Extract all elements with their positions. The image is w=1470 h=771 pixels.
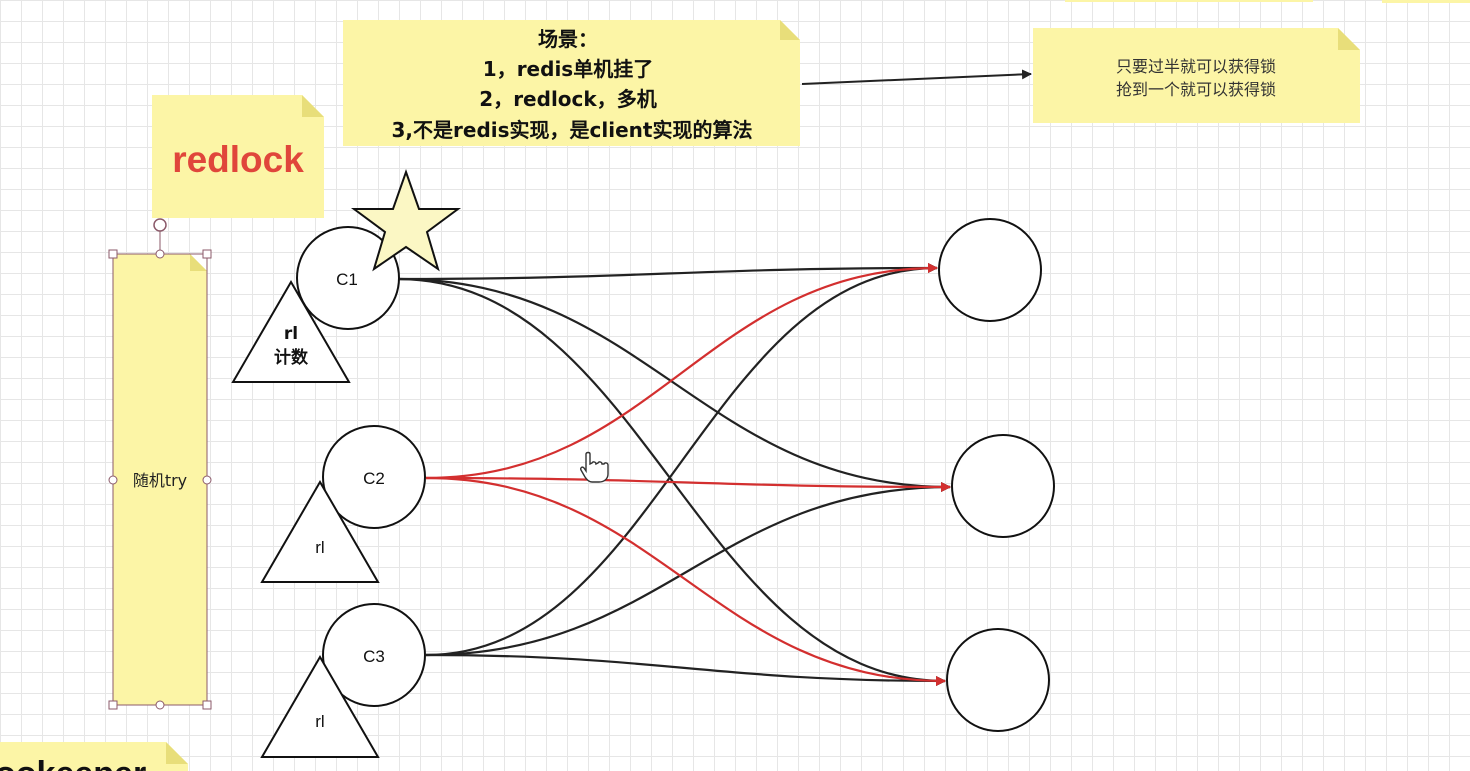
server-node-s1[interactable] [938,218,1042,322]
selection-handles[interactable] [108,218,212,710]
resize-handle-bottom-right[interactable] [202,700,212,710]
scenario-line-1: 场景： [538,27,598,51]
title-note[interactable]: redlock [152,95,324,218]
star-icon[interactable] [350,168,462,272]
majority-line-2: 抢到一个就可以获得锁 [1116,80,1276,99]
client-c2[interactable]: C2 rl [260,425,426,583]
client-c1[interactable]: C1 rl 计数 [231,168,462,383]
counter-triangle-c3[interactable] [260,655,380,758]
scenario-line-4: 3,不是redis实现，是client实现的算法 [392,118,753,142]
edge-c1-s1[interactable] [397,263,938,281]
edge-c1-s3[interactable] [397,277,946,686]
server-node-s3[interactable] [946,628,1050,732]
edge-c1-s2[interactable] [397,277,951,492]
title-note-text: redlock [172,139,304,180]
random-try-note[interactable]: 随机try [113,254,207,705]
scenario-note[interactable]: 场景： 1，redis单机挂了 2，redlock，多机 3,不是redis实现… [343,20,800,146]
resize-handle-top-left[interactable] [108,249,118,259]
client-c3[interactable]: C3 rl [260,603,426,758]
hand-cursor-icon [580,451,609,483]
client-label-c2: C2 [363,469,385,488]
resize-handle-left[interactable] [108,475,118,485]
counter-label-c3: rl [315,712,324,731]
rotate-handle[interactable] [153,218,167,232]
bottom-note[interactable]: zookeeper [0,742,188,771]
partial-note-top-2[interactable] [1382,0,1470,3]
counter-triangle-c1[interactable] [231,280,351,383]
partial-note-top-1[interactable] [1065,0,1313,2]
edge-c3-s2[interactable] [425,482,951,657]
majority-note[interactable]: 只要过半就可以获得锁 抢到一个就可以获得锁 [1033,28,1360,123]
resize-handle-bottom-left[interactable] [108,700,118,710]
resize-handle-top-right[interactable] [202,249,212,259]
client-node-c2[interactable] [322,425,426,529]
counter-triangle-c2[interactable] [260,480,380,583]
bottom-note-text: zookeeper [0,755,146,771]
majority-line-1: 只要过半就可以获得锁 [1116,57,1276,76]
counter-label-c2: rl [315,538,324,557]
edge-c3-s3[interactable] [425,653,946,686]
client-label-c3: C3 [363,647,385,666]
edge-c2-s3[interactable] [425,476,946,686]
counter-label-c1-line1: rl [284,324,298,344]
edges [397,263,951,686]
counter-label-c1-line2: 计数 [274,347,309,368]
client-label-c1: C1 [336,270,358,289]
edge-c3-s1[interactable] [425,263,938,657]
server-node-s2[interactable] [951,434,1055,538]
scenario-line-3: 2，redlock，多机 [479,87,656,111]
resize-handle-right[interactable] [202,475,212,485]
edge-c2-s1[interactable] [425,263,938,480]
resize-handle-bottom[interactable] [155,700,165,710]
client-node-c3[interactable] [322,603,426,707]
random-try-text: 随机try [133,471,187,490]
resize-handle-top[interactable] [155,249,165,259]
client-node-c1[interactable] [296,226,400,330]
scenario-to-majority-arrow[interactable] [801,69,1032,85]
edge-c2-s2[interactable] [425,476,951,492]
scenario-line-2: 1，redis单机挂了 [483,57,653,81]
